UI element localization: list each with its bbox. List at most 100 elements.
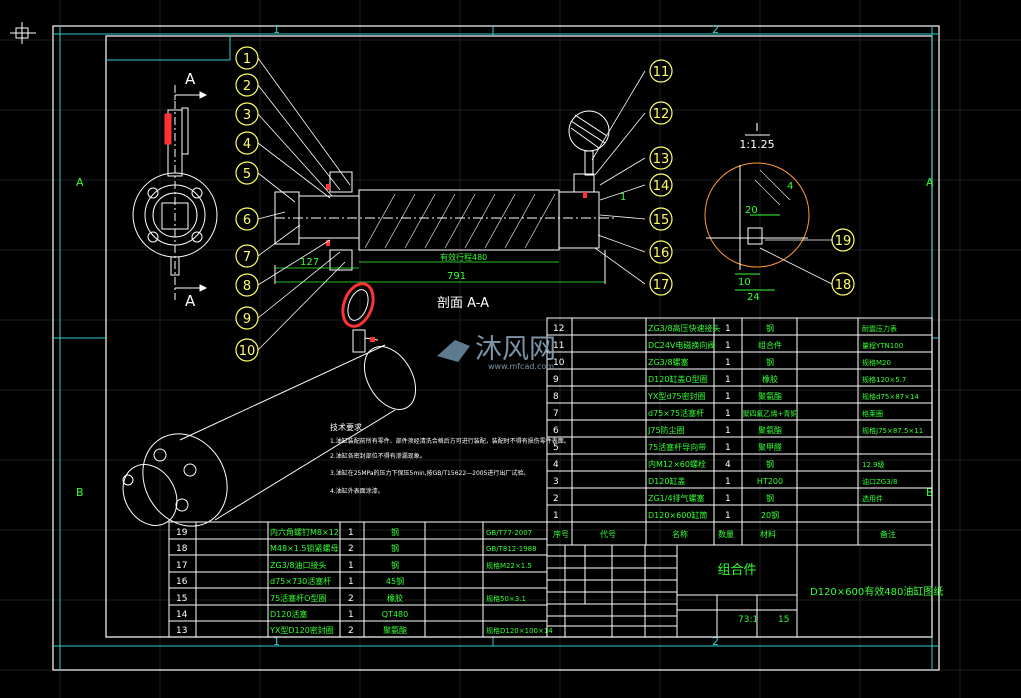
bom-u-no-9: 3 xyxy=(553,477,559,487)
bom-u-note-3: 规格120×5.7 xyxy=(862,375,906,384)
bom-header-note: 备注 xyxy=(880,529,896,539)
dim-20: 20 xyxy=(745,205,758,216)
section-arrows xyxy=(174,91,208,292)
technical-notes: 技术要求 1.油缸装配前所有零件、部件须经清洗合格后方可进行装配，装配时不得有损… xyxy=(330,422,570,495)
bom-header-code: 代号 xyxy=(600,529,616,539)
red-markers xyxy=(326,184,587,246)
balloon-11: 11 xyxy=(653,65,670,80)
bom-u-no-10: 2 xyxy=(553,494,559,504)
detail-title: I xyxy=(755,121,758,134)
dim-10: 10 xyxy=(738,277,751,288)
bom-u-no-2: 10 xyxy=(553,358,565,368)
bom-u-code-7: 75活塞杆导向带 xyxy=(648,442,706,452)
bom-u-code-11: D120×600缸筒 xyxy=(648,510,707,520)
bom-l-mat-0: 钢 xyxy=(391,527,399,537)
dim-1: 1 xyxy=(620,192,626,203)
balloon-14: 14 xyxy=(653,179,670,194)
bom-u-mat-3: 橡胶 xyxy=(762,374,778,384)
bom-u-mat-9: HT200 xyxy=(757,477,783,486)
bom-u-no-5: 7 xyxy=(553,409,559,419)
bom-u-note-10: 选用件 xyxy=(862,494,883,503)
dim-4: 4 xyxy=(787,181,793,192)
bom-l-qty-5: 1 xyxy=(348,610,354,620)
bom-l-mat-1: 钢 xyxy=(391,543,399,553)
section-letter-bottom: A xyxy=(185,292,196,310)
bom-l-note-0: GB/T77-2007 xyxy=(486,529,532,537)
isometric-gauge xyxy=(341,282,375,342)
tech-notes-title: 技术要求 xyxy=(330,422,362,432)
bom-u-qty-11: 1 xyxy=(725,511,731,521)
bom-l-qty-2: 1 xyxy=(348,561,354,571)
bom-u-note-9: 油口ZG3/8 xyxy=(862,477,898,486)
bom-l-note-6: 规格D120×100×14 xyxy=(486,626,553,635)
bom-u-code-10: ZG1/4排气螺塞 xyxy=(648,493,705,503)
watermark-main: 沐风网 xyxy=(475,334,556,365)
bom-l-code-0: 内六角螺钉M8×12 xyxy=(270,527,339,537)
balloon-15: 15 xyxy=(653,213,670,228)
balloon-6: 6 xyxy=(243,213,251,228)
bom-header-no: 序号 xyxy=(553,529,569,539)
bom-u-code-9: D120缸盖 xyxy=(648,476,685,486)
bom-u-qty-6: 1 xyxy=(725,426,731,436)
balloon-17: 17 xyxy=(653,278,670,293)
bom-u-no-11: 1 xyxy=(553,511,559,521)
balloon-2: 2 xyxy=(243,79,251,94)
bom-u-mat-7: 聚甲醛 xyxy=(758,442,782,452)
bom-u-qty-3: 1 xyxy=(725,375,731,385)
bom-u-note-1: 量程YTN100 xyxy=(862,341,903,350)
detail-scale: 1:1.25 xyxy=(739,138,774,151)
balloon-18: 18 xyxy=(835,278,852,293)
bom-header-mat: 材料 xyxy=(760,529,776,539)
bom-l-qty-4: 2 xyxy=(348,594,354,604)
bom-u-no-0: 12 xyxy=(553,324,564,334)
bom-l-no-5: 14 xyxy=(176,610,188,620)
bom-l-no-1: 18 xyxy=(176,544,188,554)
balloon-5: 5 xyxy=(243,167,251,182)
bom-u-qty-9: 1 xyxy=(725,477,731,487)
bom-u-code-5: d75×75活塞杆 xyxy=(648,408,704,418)
bom-l-no-6: 13 xyxy=(176,626,187,636)
section-label: 剖面 A-A xyxy=(437,296,489,311)
bom-u-mat-10: 钢 xyxy=(766,493,774,503)
bom-l-qty-0: 1 xyxy=(348,528,354,538)
balloon-8: 8 xyxy=(243,279,251,294)
bom-u-mat-2: 钢 xyxy=(766,357,774,367)
bom-header-name: 名称 xyxy=(672,529,688,539)
bom-l-note-4: 规格50×3.1 xyxy=(486,594,526,603)
tech-note-1: 1.油缸装配前所有零件、部件须经清洗合格后方可进行装配，装配时不得有损伤零件表面… xyxy=(330,437,570,445)
balloon-1: 1 xyxy=(243,52,251,67)
balloon-16: 16 xyxy=(653,246,670,261)
bom-u-qty-4: 1 xyxy=(725,392,731,402)
bom-u-no-4: 8 xyxy=(553,392,559,402)
balloon-19: 19 xyxy=(835,234,852,249)
zone-left-b: B xyxy=(76,486,84,499)
bom-u-no-1: 11 xyxy=(553,341,564,351)
bom-u-mat-5: 聚四氟乙烯+青铜 xyxy=(743,409,798,418)
title-part: 组合件 xyxy=(717,563,756,578)
bom-l-no-3: 16 xyxy=(176,577,188,587)
bom-u-note-0: 耐震压力表 xyxy=(862,324,897,333)
bom-u-note-6: 规格J75×87.5×11 xyxy=(862,426,923,435)
balloon-leaders xyxy=(257,57,646,351)
bom-l-code-4: 75活塞杆O型圈 xyxy=(270,593,326,603)
title-scale: 73:1 xyxy=(738,615,758,625)
watermark-logo-icon xyxy=(437,340,470,362)
bom-u-mat-6: 聚氨酯 xyxy=(758,425,782,435)
bom-l-code-6: YX型D120密封圈 xyxy=(269,625,334,635)
dimension-lines xyxy=(275,261,605,283)
bom-u-mat-11: 20钢 xyxy=(761,510,779,520)
bom-l-no-0: 19 xyxy=(176,528,188,538)
bom-u-mat-1: 组合件 xyxy=(758,340,782,350)
balloon-12: 12 xyxy=(653,107,670,122)
bom-u-note-5: 格莱圈 xyxy=(862,409,883,418)
tech-note-4: 4.油缸外表面涂漆。 xyxy=(330,487,384,495)
bom-l-mat-5: QT480 xyxy=(382,610,408,619)
dim-791: 791 xyxy=(447,271,466,282)
bom-l-mat-6: 聚氨酯 xyxy=(383,625,407,635)
bom-u-no-3: 9 xyxy=(553,375,559,385)
bom-l-note-2: 规格M22×1.5 xyxy=(486,561,532,570)
dim-24: 24 xyxy=(747,292,760,303)
bom-l-code-2: ZG3/8油口接头 xyxy=(270,560,327,570)
bom-u-qty-2: 1 xyxy=(725,358,731,368)
bom-l-mat-3: 45钢 xyxy=(386,576,404,586)
